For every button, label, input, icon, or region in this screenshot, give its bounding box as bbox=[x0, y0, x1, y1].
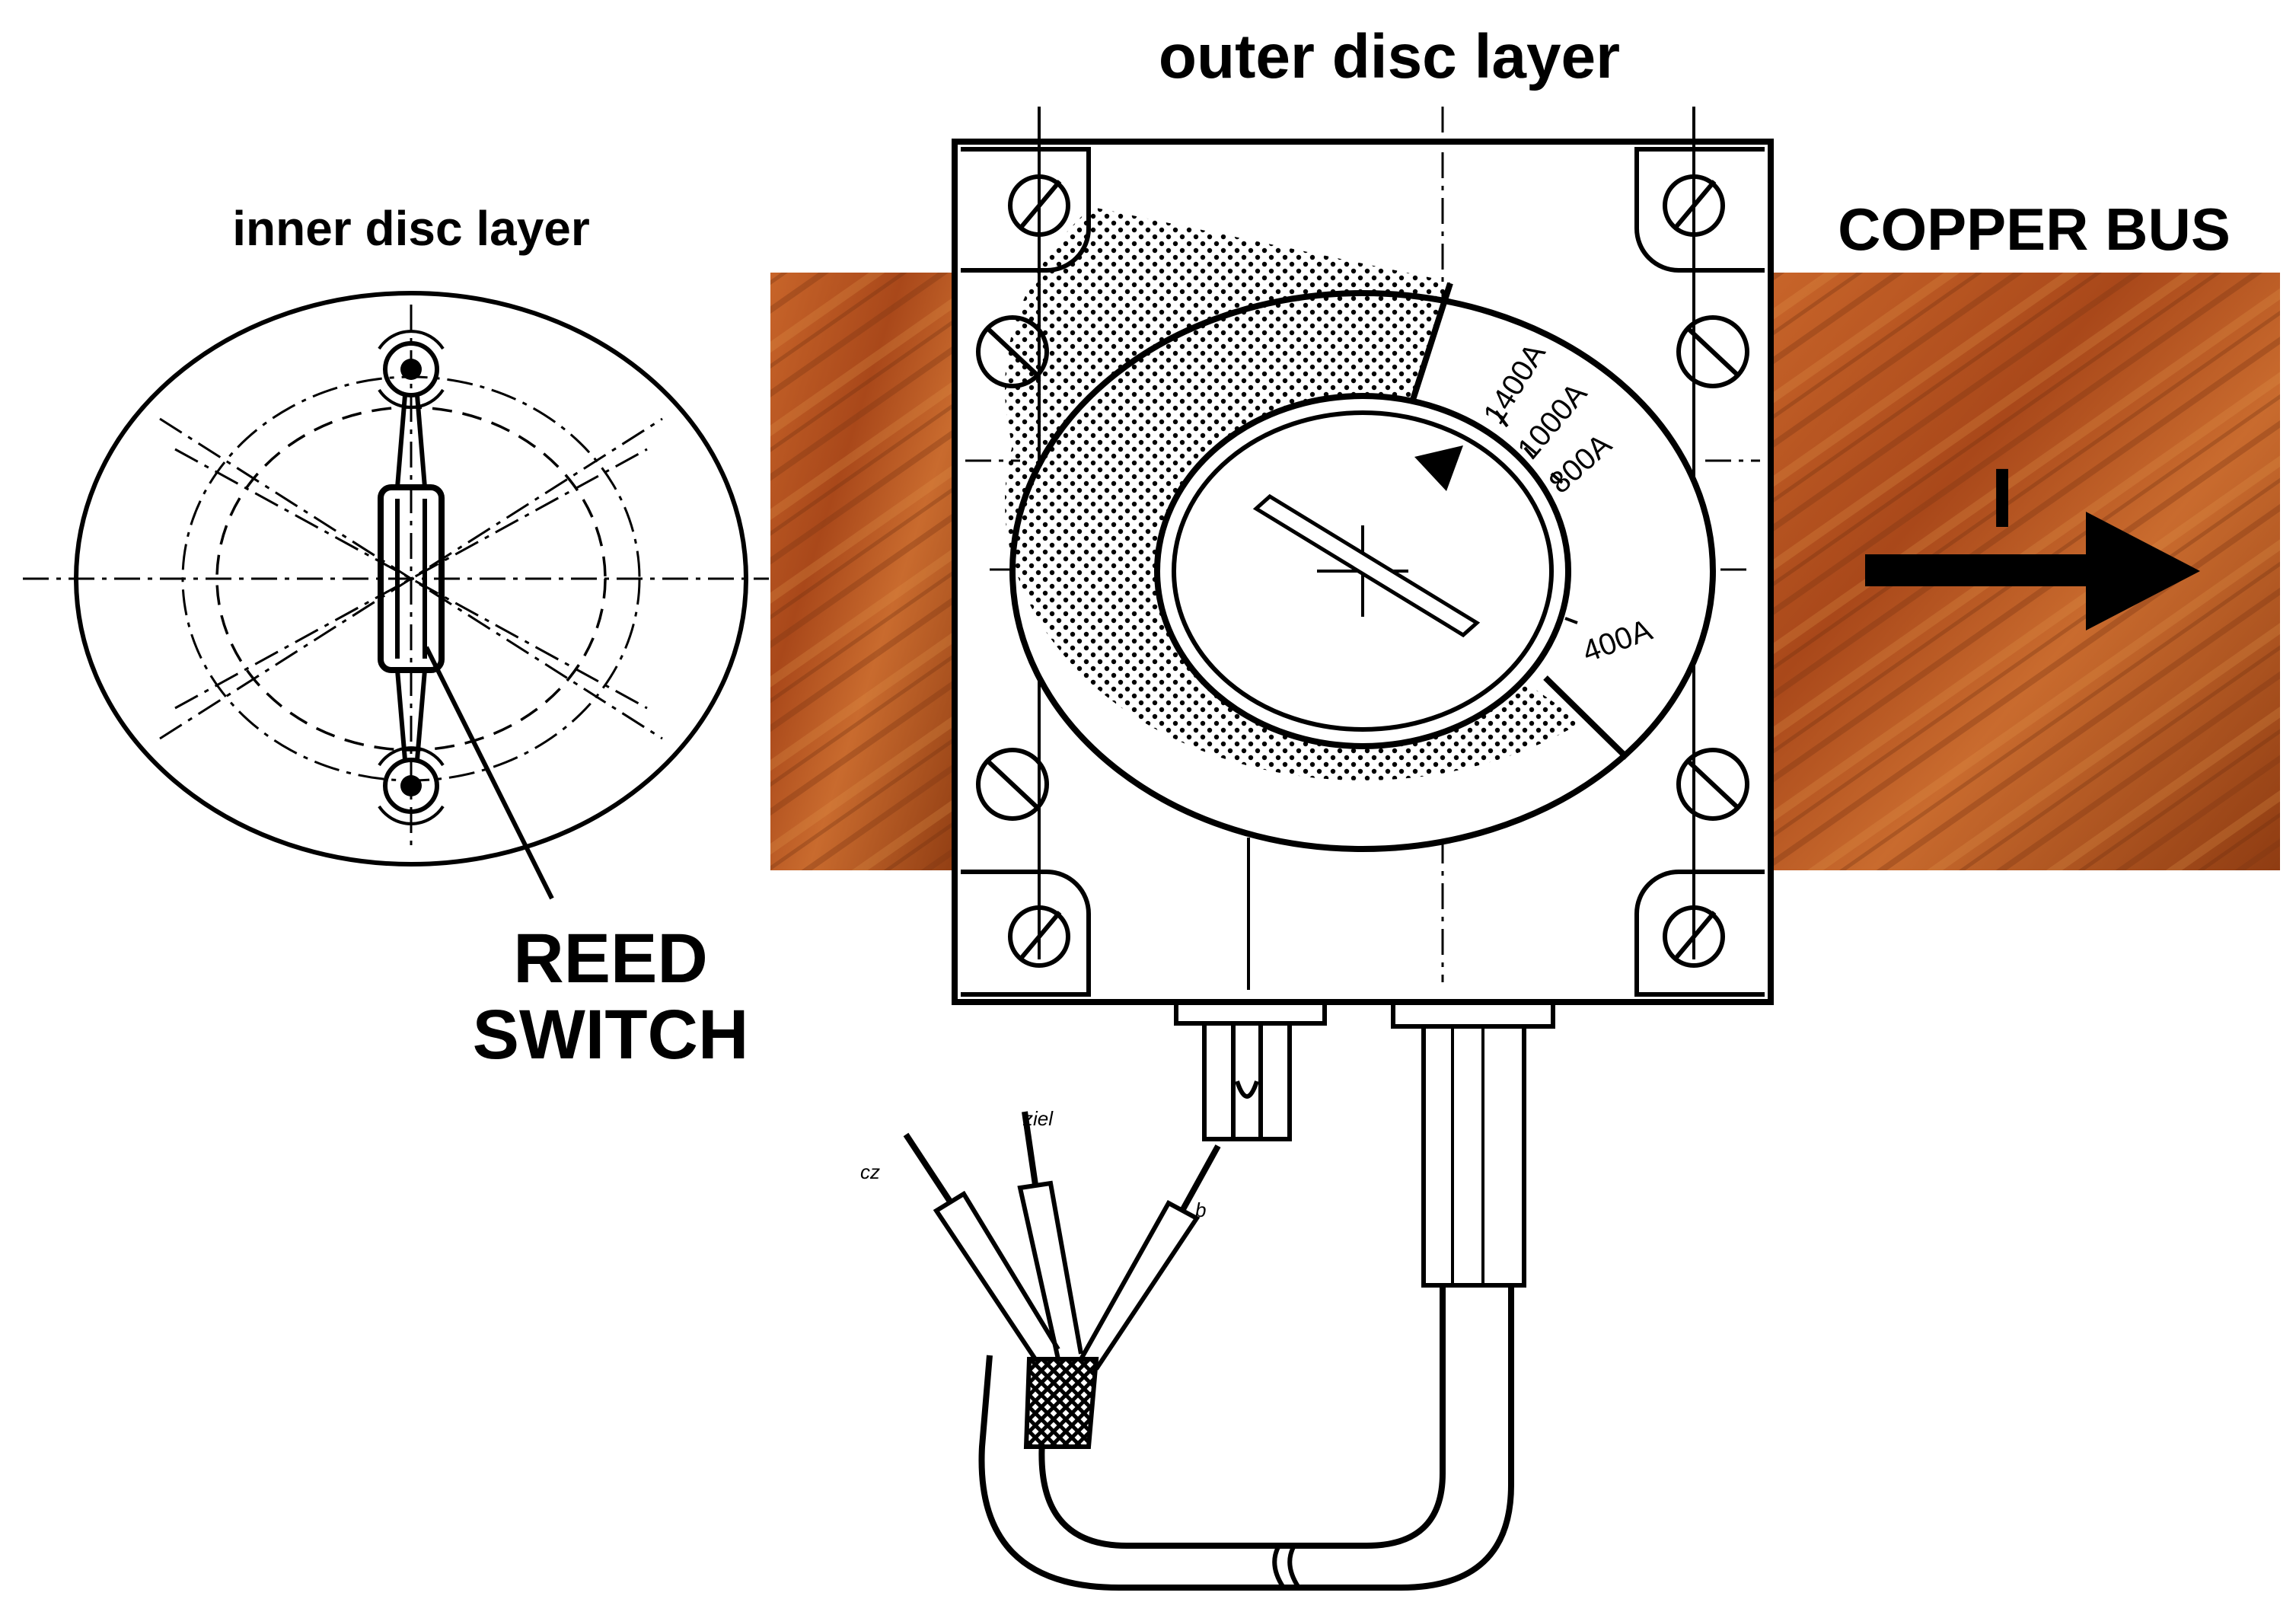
copper-bus-label: COPPER BUS bbox=[1838, 196, 2231, 263]
reed-switch-label-line1: REED bbox=[513, 920, 708, 997]
dial-needle bbox=[1252, 493, 1481, 638]
copper-bus-left bbox=[770, 273, 961, 870]
corner-screw-top-right bbox=[1634, 147, 1765, 273]
side-screw-right-lower bbox=[1676, 748, 1749, 821]
outer-dial: 1400A 1000A 800A 400A bbox=[1005, 190, 1716, 852]
corner-screw-bottom-left bbox=[961, 870, 1091, 997]
wire-label-b: b bbox=[1195, 1198, 1206, 1221]
side-screw-right-upper bbox=[1676, 315, 1749, 388]
dial-pointer-triangle bbox=[1414, 445, 1463, 491]
reed-switch bbox=[378, 330, 445, 825]
cable-gland bbox=[1391, 1000, 1555, 1288]
reed-switch-leader-line bbox=[424, 646, 554, 900]
wire-label-ziel: ziel bbox=[1022, 1107, 1054, 1130]
reed-switch-label-line2: SWITCH bbox=[473, 996, 749, 1074]
inner-disc-label: inner disc layer bbox=[232, 201, 590, 256]
signal-cable bbox=[978, 1285, 1514, 1591]
current-label: I bbox=[1991, 452, 2014, 545]
wire-b bbox=[1079, 1144, 1221, 1371]
wire-bundle: cz ziel b bbox=[860, 1107, 1221, 1449]
outer-disc-label: outer disc layer bbox=[1159, 22, 1620, 91]
corner-screw-bottom-right bbox=[1634, 870, 1765, 997]
wire-label-cz: cz bbox=[860, 1160, 880, 1183]
current-arrow bbox=[1865, 512, 2200, 630]
connector-plug bbox=[1174, 1000, 1327, 1141]
side-screw-left-lower bbox=[976, 748, 1049, 821]
wire-ziel bbox=[1017, 1111, 1083, 1360]
wire-cz bbox=[903, 1132, 1060, 1361]
